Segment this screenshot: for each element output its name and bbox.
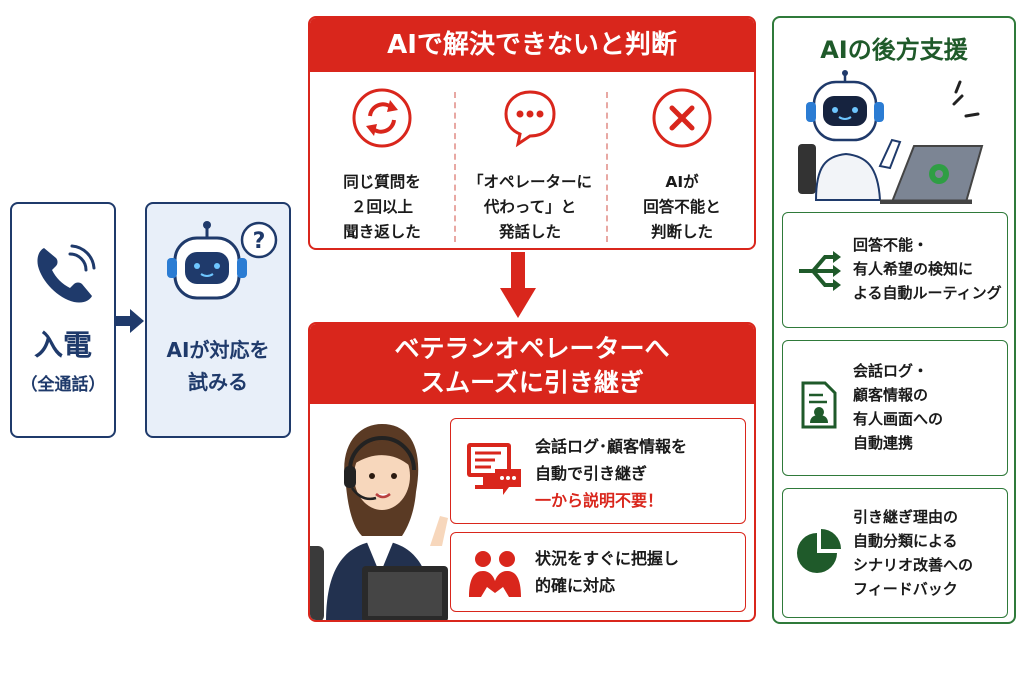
call-subtitle: （全通話） (20, 375, 106, 395)
cross-icon (652, 88, 712, 148)
pie-chart-icon (797, 529, 841, 573)
robot-icon: ? (167, 221, 278, 300)
chat-monitor-icon (467, 443, 521, 495)
judgement-header: AIで解決できないと判断 (310, 18, 754, 72)
card-highlight: 一から説明不要！ (535, 491, 664, 510)
call-title: 入電 (33, 328, 92, 362)
condition-request: 「オペレーターに 代わって」と 発話した (458, 84, 602, 244)
robot-laptop-illustration (798, 70, 984, 204)
support-item-sync: 会話ログ・ 顧客情報の 有人画面への 自動連携 (782, 340, 1008, 476)
support-item-text: 引き継ぎ理由の 自動分類による シナリオ改善への フィードバック (853, 508, 974, 598)
condition-unanswerable: AIが 回答不能と 判断した (610, 84, 754, 244)
handover-card-response: 状況をすぐに把握し 的確に対応 (450, 532, 746, 612)
condition-text: 「オペレーターに 代わって」と 発話した (467, 173, 592, 241)
divider (454, 92, 456, 242)
ai-support-panel: AIの後方支援 回答不能・ 有人希望の検知に よる自動ルーティング (772, 16, 1016, 624)
ai-attempt-box: ? AIが対応を 試みる (145, 202, 291, 438)
phone-icon (37, 244, 96, 303)
handover-card-context: 会話ログ･顧客情報を 自動で引き継ぎ 一から説明不要！ (450, 418, 746, 524)
card-line: 状況をすぐに把握し (535, 549, 680, 568)
incoming-call-box: 入電 （全通話） (10, 202, 116, 438)
condition-text: 同じ質問を ２回以上 聞き返した (343, 173, 421, 241)
condition-text: AIが 回答不能と 判断した (643, 173, 721, 241)
svg-text:?: ? (253, 229, 266, 254)
support-item-routing: 回答不能・ 有人希望の検知に よる自動ルーティング (782, 212, 1008, 328)
ai-attempt-label: AIが対応を 試みる (166, 338, 270, 394)
support-item-text: 回答不能・ 有人希望の検知に よる自動ルーティング (853, 236, 1002, 302)
judgement-box: AIで解決できないと判断 同じ質問を ２回以上 聞き返した 「オペレーターに 代… (308, 16, 756, 250)
card-line: 的確に対応 (535, 576, 616, 595)
arrow-right-icon (116, 309, 144, 333)
repeat-icon (352, 88, 412, 148)
condition-repeat: 同じ質問を ２回以上 聞き返した (310, 84, 454, 244)
support-item-feedback: 引き継ぎ理由の 自動分類による シナリオ改善への フィードバック (782, 488, 1008, 618)
people-icon (469, 551, 521, 597)
routing-icon (799, 251, 841, 291)
handover-header: ベテランオペレーターへ スムーズに引き継ぎ (310, 324, 754, 404)
card-line: 自動で引き継ぎ (535, 464, 648, 483)
support-item-text: 会話ログ・ 顧客情報の 有人画面への 自動連携 (853, 362, 944, 452)
document-icon (801, 381, 837, 429)
card-line: 会話ログ･顧客情報を (535, 437, 688, 456)
arrow-down-icon (500, 252, 536, 318)
support-title: AIの後方支援 (820, 36, 968, 64)
divider (606, 92, 608, 242)
handover-box: ベテランオペレーターへ スムーズに引き継ぎ 会 (308, 322, 756, 622)
operator-illustration (310, 424, 448, 620)
speech-bubble-icon (504, 90, 556, 148)
